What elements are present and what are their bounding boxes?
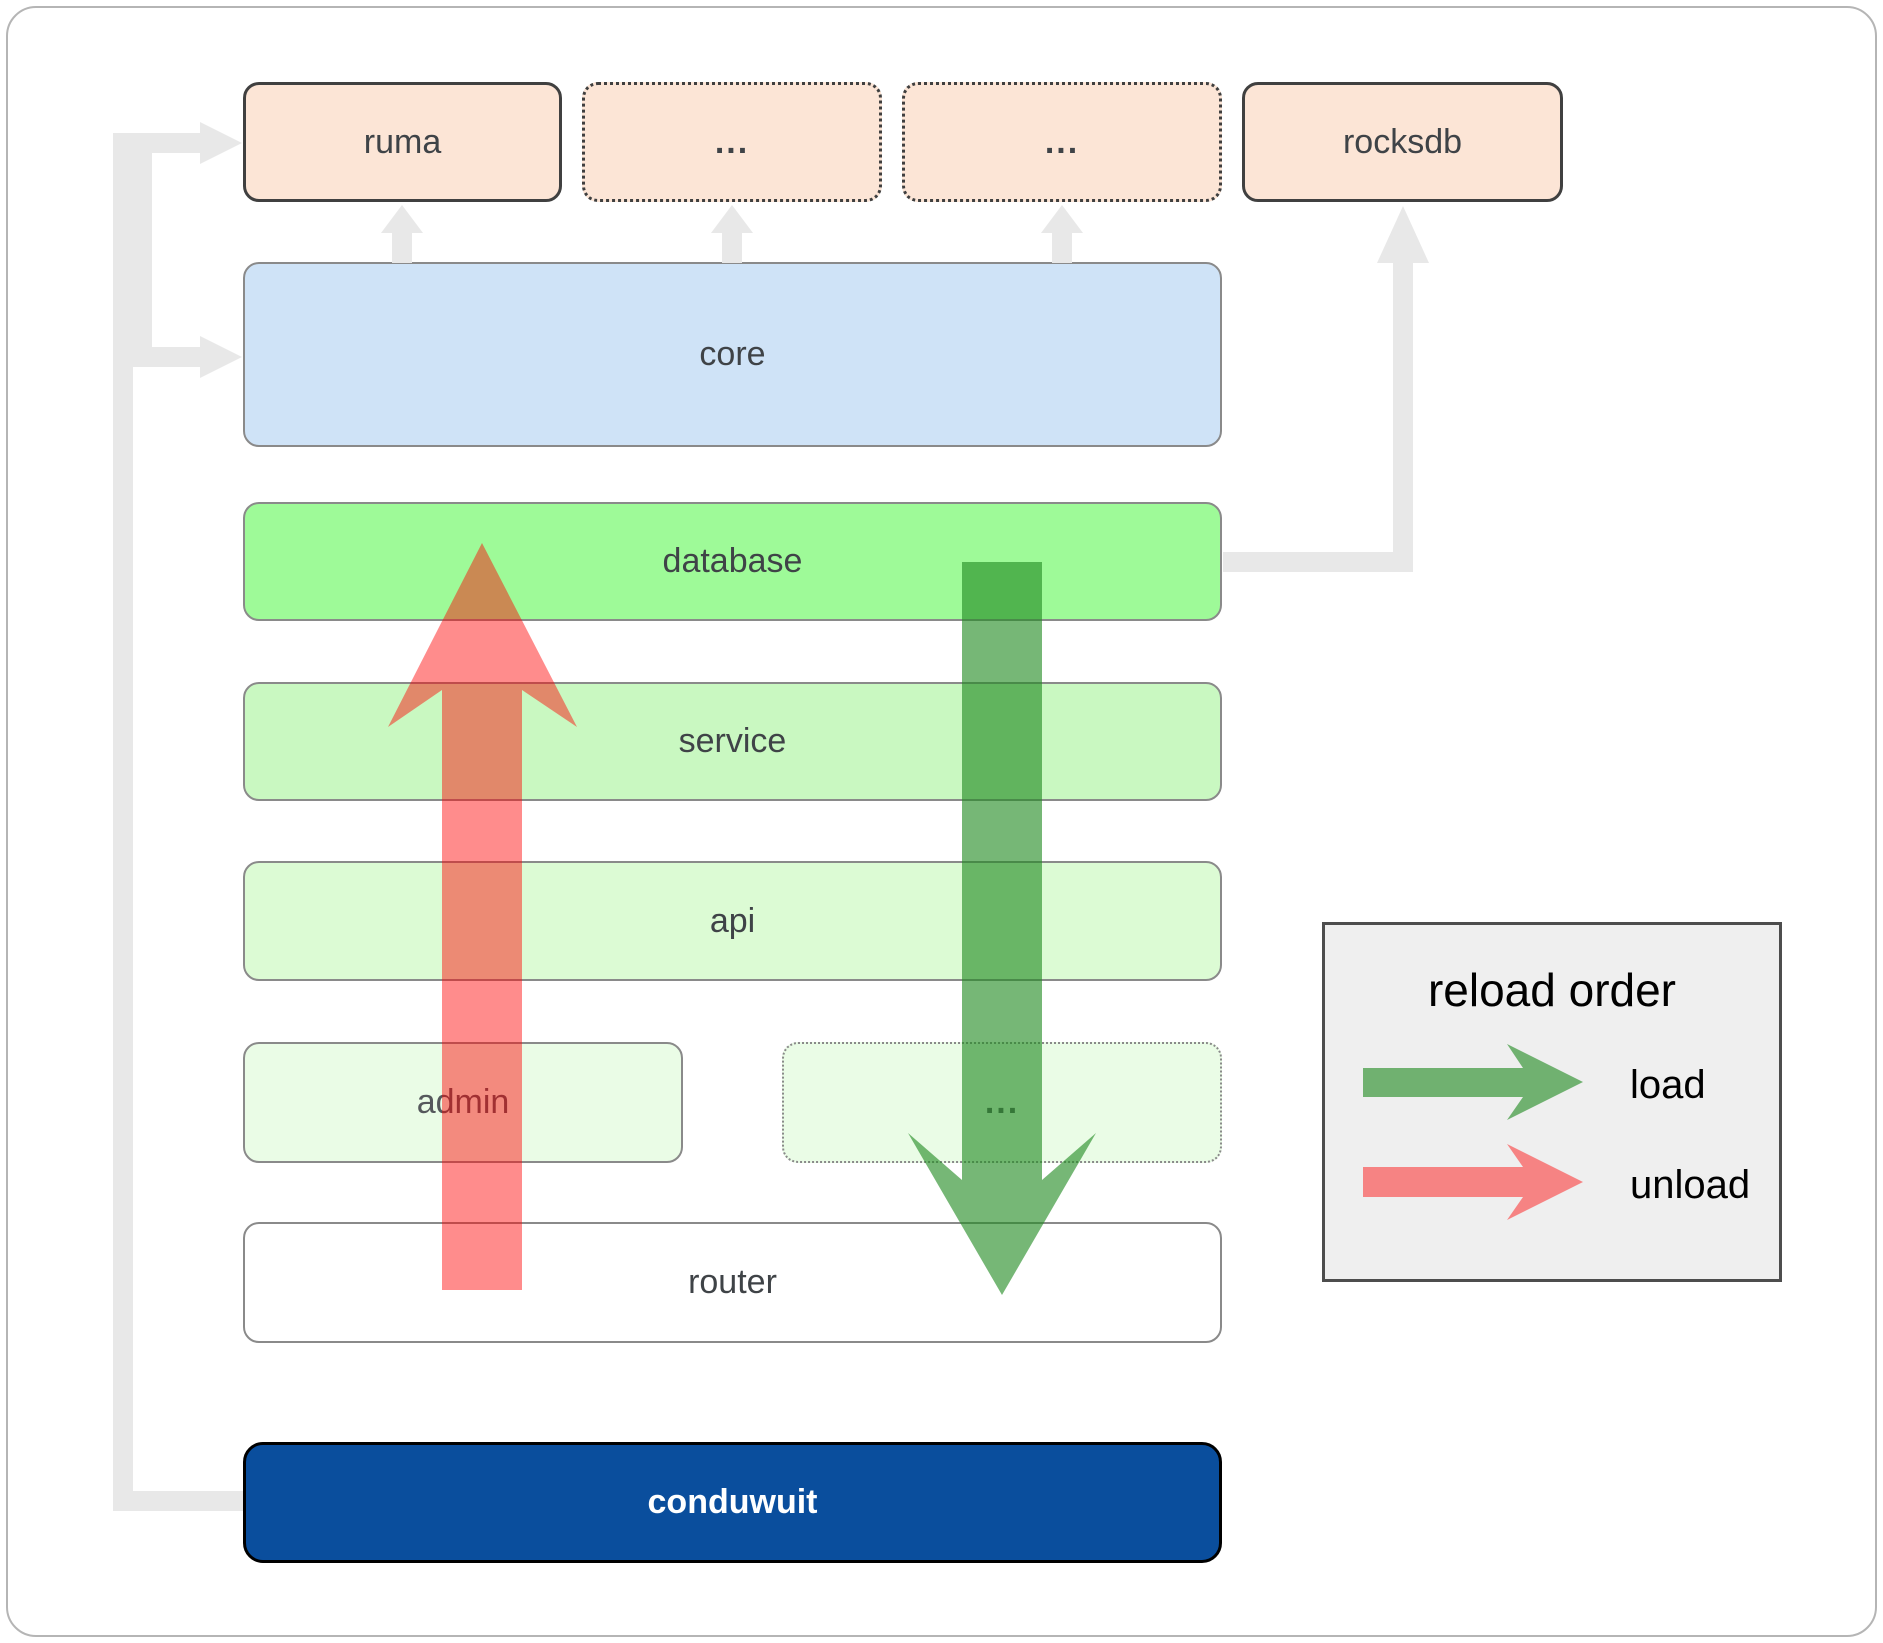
- legend-unload-label: unload: [1630, 1163, 1751, 1207]
- box-ruma: ruma: [243, 82, 562, 202]
- legend-reload-order: reload order load unload: [1322, 922, 1782, 1282]
- box-ellipsis-1: ...: [582, 82, 882, 202]
- box-ruma-label: ruma: [363, 122, 442, 161]
- diagram-outer-frame: [6, 6, 1877, 1637]
- box-ellipsis-2: ...: [902, 82, 1222, 202]
- box-ellipsis-1-label: ...: [714, 122, 750, 161]
- layer-api-label: api: [709, 901, 756, 940]
- layer-ellipsis: ...: [782, 1042, 1222, 1163]
- layer-database: database: [243, 502, 1222, 621]
- layer-core: core: [243, 262, 1222, 447]
- layer-admin: admin: [243, 1042, 683, 1163]
- layer-database-label: database: [662, 542, 803, 580]
- legend-title: reload order: [1427, 964, 1677, 1016]
- layer-core-label: core: [699, 335, 766, 373]
- box-ellipsis-2-label: ...: [1044, 122, 1080, 161]
- box-rocksdb-label: rocksdb: [1342, 122, 1463, 161]
- layer-admin-label: admin: [416, 1083, 510, 1121]
- layer-service-label: service: [678, 722, 787, 760]
- layer-router: router: [243, 1222, 1222, 1343]
- layer-router-label: router: [688, 1263, 777, 1301]
- box-conduwuit: conduwuit: [243, 1442, 1222, 1563]
- layer-api: api: [243, 861, 1222, 981]
- layer-service: service: [243, 682, 1222, 801]
- box-conduwuit-label: conduwuit: [647, 1483, 818, 1521]
- box-rocksdb: rocksdb: [1242, 82, 1563, 202]
- layer-ellipsis-label: ...: [984, 1083, 1020, 1121]
- legend-load-label: load: [1630, 1063, 1706, 1107]
